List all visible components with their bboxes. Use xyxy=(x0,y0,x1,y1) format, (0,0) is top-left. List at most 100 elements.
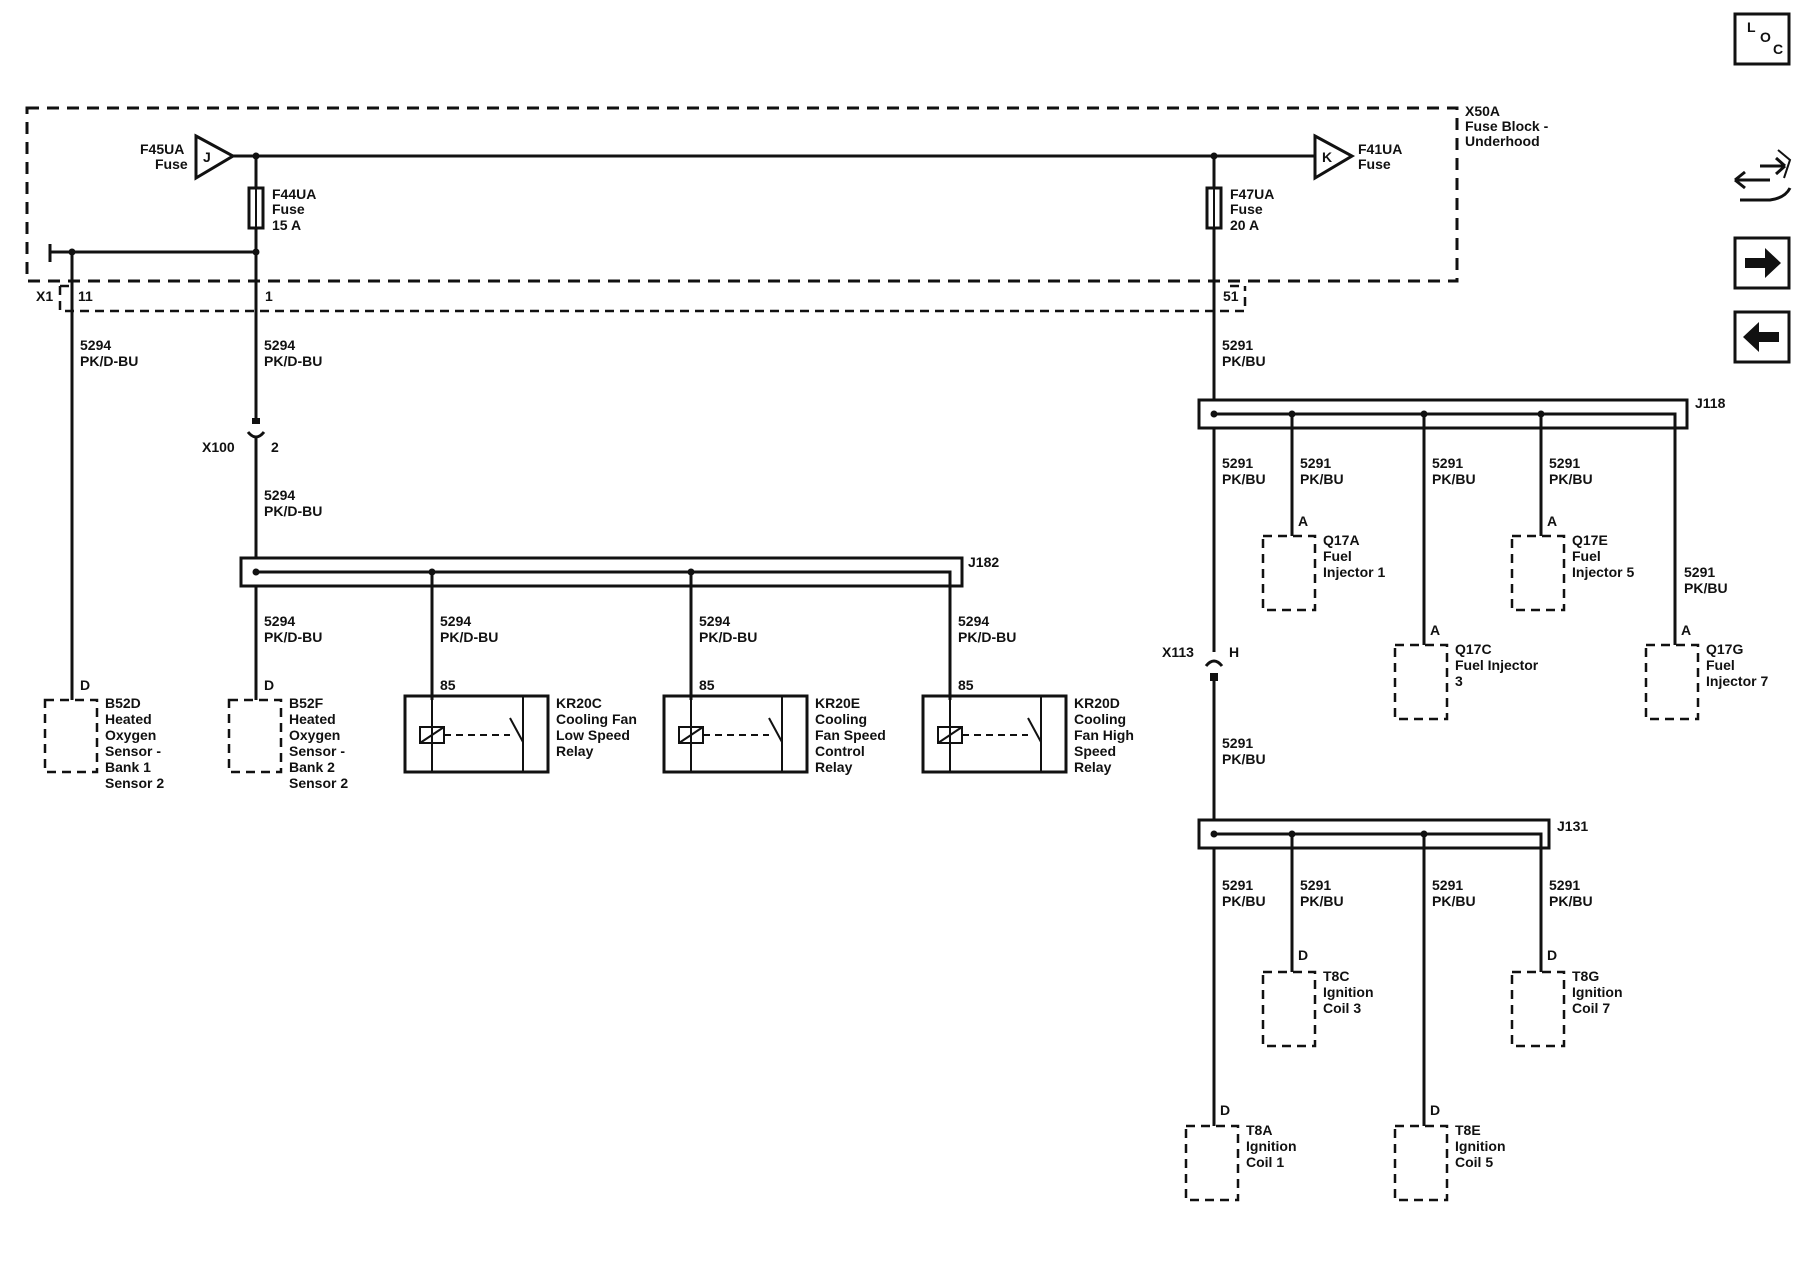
component-q17g: A Q17G Fuel Injector 7 xyxy=(1644,622,1768,721)
svg-text:Speed: Speed xyxy=(1074,743,1116,759)
feed-f45ua-letter: J xyxy=(203,149,211,165)
connector-view-icon[interactable] xyxy=(1734,149,1792,202)
svg-text:B52F: B52F xyxy=(289,695,324,711)
svg-text:Q17E: Q17E xyxy=(1572,532,1608,548)
svg-text:PK/D-BU: PK/D-BU xyxy=(958,629,1016,645)
fuse-block-name-2: Underhood xyxy=(1465,133,1540,149)
svg-text:Cooling: Cooling xyxy=(815,711,867,727)
svg-text:Fan Speed: Fan Speed xyxy=(815,727,886,743)
x1-pin-11: 11 xyxy=(78,288,93,304)
svg-text:Sensor -: Sensor - xyxy=(105,743,161,759)
svg-text:5291: 5291 xyxy=(1222,735,1253,751)
x1-pin-1: 1 xyxy=(265,288,273,304)
j131-label: J131 xyxy=(1557,818,1588,834)
next-page-button[interactable] xyxy=(1733,236,1791,290)
component-kr20e: 85 KR20E Cooling Fan Speed Control Relay xyxy=(662,677,886,775)
svg-text:Oxygen: Oxygen xyxy=(289,727,340,743)
component-q17e: A Q17E Fuel Injector 5 xyxy=(1510,513,1634,612)
svg-text:Injector 7: Injector 7 xyxy=(1706,673,1768,689)
svg-text:Fuel: Fuel xyxy=(1572,548,1601,564)
svg-text:PK/BU: PK/BU xyxy=(1432,471,1476,487)
loc-label-o: O xyxy=(1760,29,1771,45)
svg-text:Relay: Relay xyxy=(815,759,853,775)
svg-text:Ignition: Ignition xyxy=(1246,1138,1297,1154)
j118-label: J118 xyxy=(1695,395,1726,411)
fuse-f47ua-id: F47UA xyxy=(1230,186,1274,202)
arrow-left-icon xyxy=(1743,322,1779,352)
feed-f45ua-type: Fuse xyxy=(155,156,188,172)
inline-connector-x100: X100 2 xyxy=(202,418,279,558)
svg-text:PK/D-BU: PK/D-BU xyxy=(699,629,757,645)
svg-text:D: D xyxy=(1220,1102,1230,1118)
j182-label: J182 xyxy=(968,554,999,570)
fuse-f44ua-type: Fuse xyxy=(272,201,305,217)
svg-text:PK/BU: PK/BU xyxy=(1300,893,1344,909)
fuse-f47ua-type: Fuse xyxy=(1230,201,1263,217)
svg-text:Fuel Injector: Fuel Injector xyxy=(1455,657,1539,673)
svg-text:PK/BU: PK/BU xyxy=(1222,353,1266,369)
fuse-f44ua-rating: 15 A xyxy=(272,217,301,233)
svg-text:D: D xyxy=(1298,947,1308,963)
previous-page-button[interactable] xyxy=(1733,310,1791,364)
feed-f41ua-id: F41UA xyxy=(1358,141,1402,157)
feed-f45ua: J F45UA Fuse xyxy=(140,133,237,181)
fuse-f47ua: F47UA Fuse 20 A xyxy=(1205,156,1274,233)
svg-text:85: 85 xyxy=(699,677,715,693)
svg-text:85: 85 xyxy=(958,677,974,693)
svg-text:5294: 5294 xyxy=(264,613,295,629)
x1-label: X1 xyxy=(36,288,53,304)
component-kr20d: 85 KR20D Cooling Fan High Speed Relay xyxy=(921,677,1134,775)
svg-text:PK/D-BU: PK/D-BU xyxy=(264,629,322,645)
svg-text:Cooling Fan: Cooling Fan xyxy=(556,711,637,727)
svg-text:A: A xyxy=(1681,622,1691,638)
svg-text:KR20D: KR20D xyxy=(1074,695,1120,711)
svg-text:Fuel: Fuel xyxy=(1706,657,1735,673)
svg-text:5294: 5294 xyxy=(699,613,730,629)
feed-f41ua-type: Fuse xyxy=(1358,156,1391,172)
svg-text:KR20E: KR20E xyxy=(815,695,860,711)
location-button[interactable]: L O C xyxy=(1733,12,1791,66)
loc-label-l: L xyxy=(1747,19,1756,35)
svg-text:5294: 5294 xyxy=(80,337,111,353)
component-b52d: D B52D Heated Oxygen Sensor - Bank 1 Sen… xyxy=(43,677,164,791)
splice-j131: J131 xyxy=(1197,818,1588,850)
x1-pin-51: 51 xyxy=(1223,288,1239,304)
svg-text:T8E: T8E xyxy=(1455,1122,1481,1138)
feed-f41ua: K F41UA Fuse xyxy=(1313,133,1402,181)
svg-text:A: A xyxy=(1547,513,1557,529)
fuse-f44ua: F44UA Fuse 15 A xyxy=(247,156,316,252)
component-b52f: D B52F Heated Oxygen Sensor - Bank 2 Sen… xyxy=(227,677,348,791)
svg-text:A: A xyxy=(1298,513,1308,529)
svg-text:Ignition: Ignition xyxy=(1323,984,1374,1000)
svg-text:5291: 5291 xyxy=(1549,877,1580,893)
svg-text:PK/BU: PK/BU xyxy=(1300,471,1344,487)
svg-text:5291: 5291 xyxy=(1222,337,1253,353)
feed-f41ua-letter: K xyxy=(1322,149,1332,165)
svg-text:Heated: Heated xyxy=(289,711,336,727)
svg-text:Sensor 2: Sensor 2 xyxy=(105,775,164,791)
component-t8a: D T8A Ignition Coil 1 xyxy=(1184,1102,1297,1202)
svg-text:5291: 5291 xyxy=(1549,455,1580,471)
svg-text:D: D xyxy=(1430,1102,1440,1118)
svg-text:Relay: Relay xyxy=(1074,759,1112,775)
svg-text:Fan High: Fan High xyxy=(1074,727,1134,743)
svg-text:Q17C: Q17C xyxy=(1455,641,1492,657)
svg-text:D: D xyxy=(80,677,90,693)
svg-text:Low Speed: Low Speed xyxy=(556,727,630,743)
svg-text:85: 85 xyxy=(440,677,456,693)
svg-text:5291: 5291 xyxy=(1222,877,1253,893)
svg-text:Ignition: Ignition xyxy=(1455,1138,1506,1154)
component-kr20c: 85 KR20C Cooling Fan Low Speed Relay xyxy=(403,677,637,774)
svg-text:A: A xyxy=(1430,622,1440,638)
component-q17c: A Q17C Fuel Injector 3 xyxy=(1393,622,1539,721)
svg-text:T8A: T8A xyxy=(1246,1122,1272,1138)
svg-text:Q17G: Q17G xyxy=(1706,641,1743,657)
svg-text:Relay: Relay xyxy=(556,743,594,759)
svg-text:Sensor 2: Sensor 2 xyxy=(289,775,348,791)
svg-text:5291: 5291 xyxy=(1300,877,1331,893)
svg-text:5291: 5291 xyxy=(1432,877,1463,893)
fuse-block-x50a: X50A Fuse Block - Underhood xyxy=(25,103,1549,283)
svg-text:B52D: B52D xyxy=(105,695,141,711)
svg-text:PK/D-BU: PK/D-BU xyxy=(264,353,322,369)
